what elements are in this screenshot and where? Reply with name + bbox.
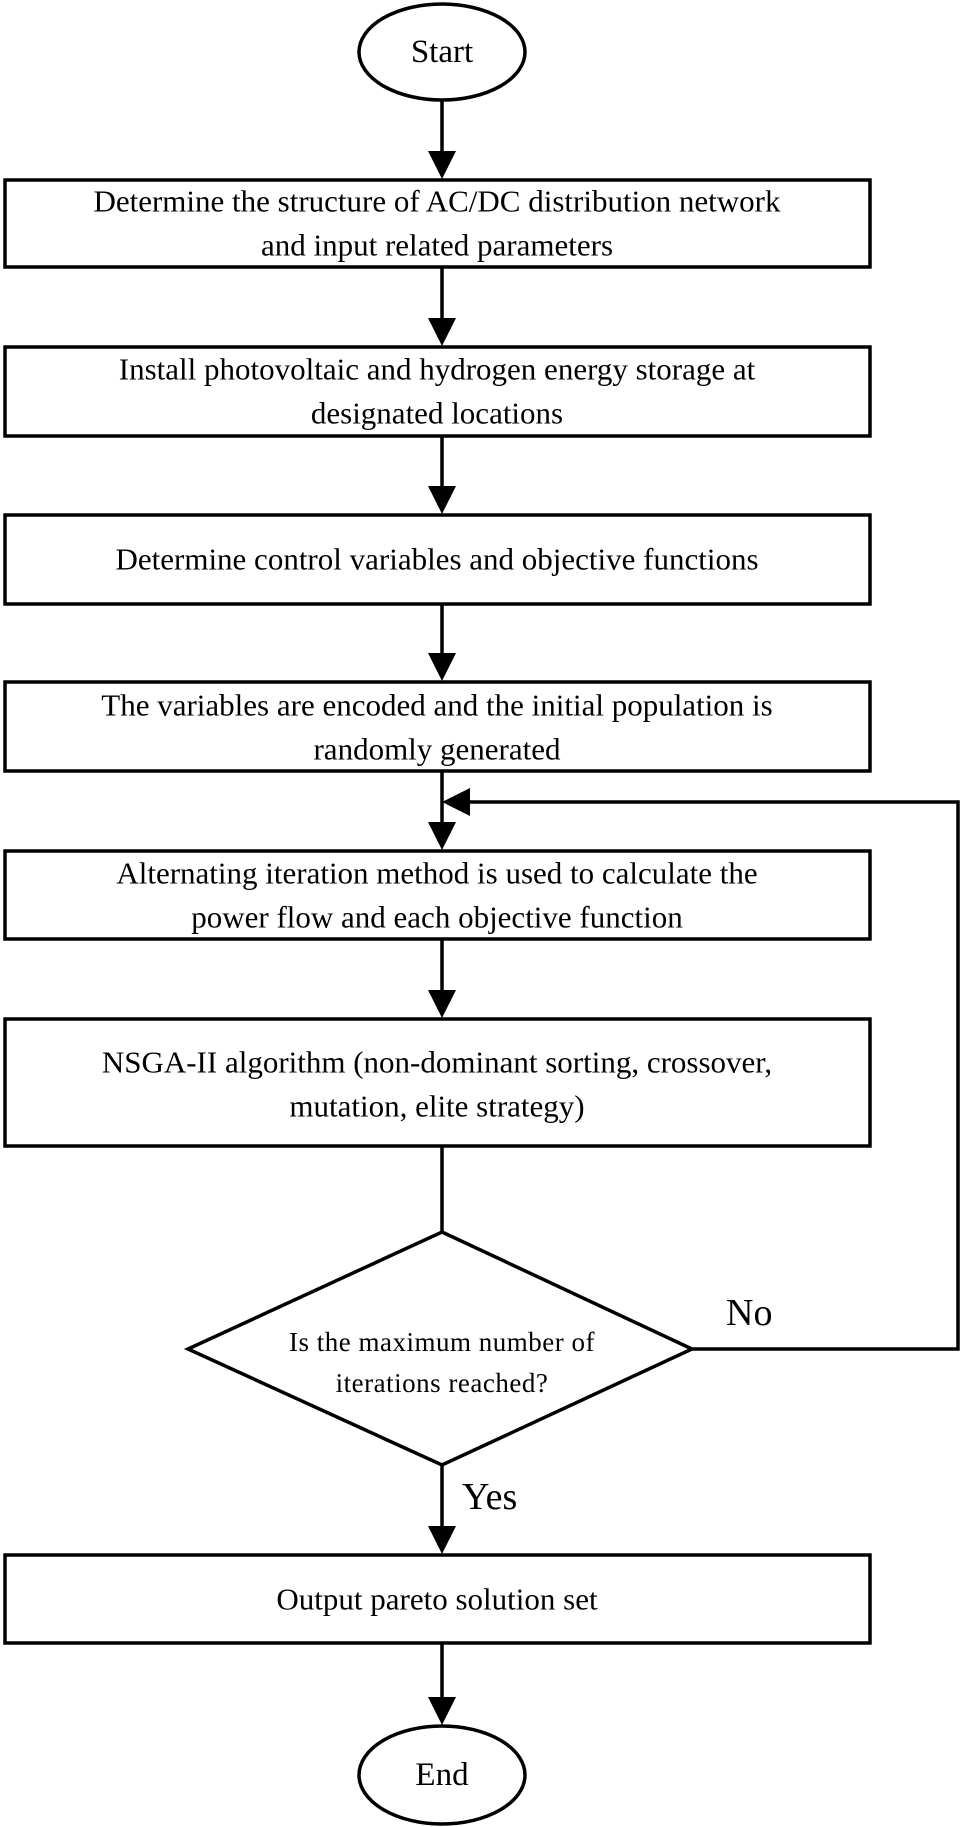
step-nsga-line-1: NSGA-II algorithm (non-dominant sorting,… — [102, 1045, 772, 1080]
start-label: Start — [411, 34, 473, 70]
step-define-network: Determine the structure of AC/DC distrib… — [3, 178, 872, 269]
decision-diamond-shape — [183, 1230, 697, 1467]
edge-decision-loop-back — [462, 800, 960, 1351]
step-install-storage-line-2: designated locations — [311, 396, 563, 431]
end-node: End — [357, 1724, 527, 1826]
process-box-1 — [3, 178, 872, 269]
arrowhead-step5 — [428, 822, 456, 850]
process-box-7 — [3, 1553, 872, 1645]
step-power-flow: Alternating iteration method is used to … — [3, 849, 872, 941]
step-encode-population-line-1: The variables are encoded and the initia… — [101, 688, 772, 723]
connectors — [428, 101, 960, 1725]
decision-node: Is the maximum number of iterations reac… — [183, 1230, 697, 1467]
step-define-network-line-2: and input related parameters — [261, 228, 613, 263]
process-box-4 — [3, 680, 872, 773]
step-nsga-line-2: mutation, elite strategy) — [289, 1089, 584, 1124]
step-output: Output pareto solution set — [3, 1553, 872, 1645]
step-encode-population-line-2: randomly generated — [313, 732, 561, 767]
arrowhead-loop-back — [442, 788, 470, 816]
arrowhead-step3 — [428, 486, 456, 514]
arrowhead-step4 — [428, 653, 456, 681]
arrowhead-step7 — [428, 1526, 456, 1554]
arrowhead-step6 — [428, 990, 456, 1018]
arrowhead-step1 — [428, 151, 456, 179]
step-encode-population: The variables are encoded and the initia… — [3, 680, 872, 773]
no-branch-label: No — [726, 1292, 772, 1334]
start-terminal-shape — [357, 2, 527, 102]
step-install-storage: Install photovoltaic and hydrogen energy… — [3, 345, 872, 438]
end-terminal-shape — [357, 1724, 527, 1826]
step-control-variables-line-1: Determine control variables and objectiv… — [115, 542, 758, 577]
end-label: End — [415, 1757, 469, 1793]
decision-line-2: iterations reached? — [336, 1368, 549, 1398]
step-control-variables: Determine control variables and objectiv… — [3, 513, 872, 606]
step-install-storage-line-1: Install photovoltaic and hydrogen energy… — [119, 352, 756, 387]
process-box-3 — [3, 513, 872, 606]
process-box-6 — [3, 1017, 872, 1148]
step-define-network-line-1: Determine the structure of AC/DC distrib… — [93, 184, 781, 219]
step-power-flow-line-2: power flow and each objective function — [191, 900, 683, 935]
yes-branch-label: Yes — [462, 1476, 517, 1518]
start-node: Start — [357, 2, 527, 102]
arrowhead-step2 — [428, 318, 456, 346]
process-box-2 — [3, 345, 872, 438]
step-output-line-1: Output pareto solution set — [276, 1582, 598, 1617]
step-power-flow-line-1: Alternating iteration method is used to … — [116, 856, 757, 891]
process-box-5 — [3, 849, 872, 941]
decision-line-1: Is the maximum number of — [289, 1327, 595, 1357]
step-nsga: NSGA-II algorithm (non-dominant sorting,… — [3, 1017, 872, 1148]
arrowhead-end — [428, 1697, 456, 1725]
